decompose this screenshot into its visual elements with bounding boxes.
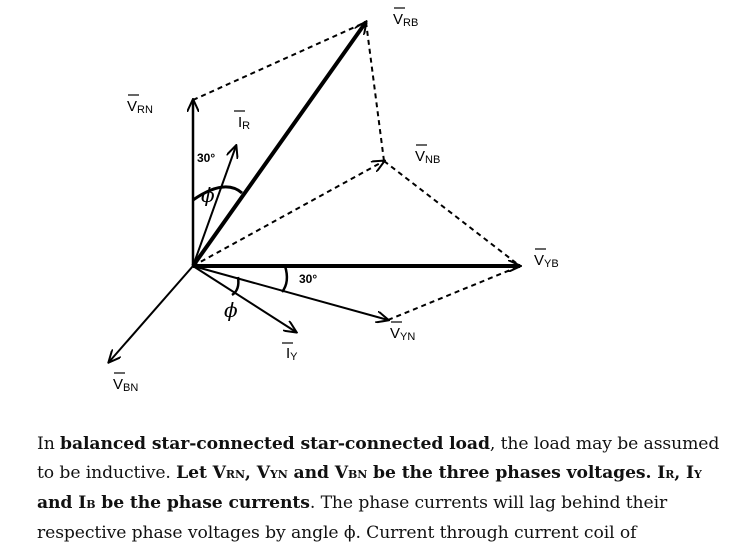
dashed-nb-to-yb	[383, 160, 521, 267]
phi-label-lower: ϕ	[224, 298, 238, 322]
v-nb-phasor	[192, 161, 384, 267]
label-v-rn: VRN	[127, 94, 153, 116]
svg-text:VNB: VNB	[415, 148, 440, 166]
i-y-phasor	[192, 265, 296, 332]
label-v-rb: VRB	[393, 7, 418, 29]
angle-label-upper: 30°	[197, 151, 215, 165]
phi-arc-upper	[192, 185, 243, 202]
svg-text:IY: IY	[286, 345, 298, 363]
description-paragraph: In balanced star-connected star-connecte…	[37, 434, 720, 543]
svg-text:VRB: VRB	[393, 11, 418, 29]
svg-text:VBN: VBN	[113, 376, 138, 394]
label-v-yb: VYB	[534, 248, 559, 270]
svg-text:VRN: VRN	[127, 98, 153, 116]
i-r-phasor	[192, 146, 236, 267]
label-v-yn: VYN	[390, 321, 415, 343]
label-v-nb: VNB	[415, 144, 440, 166]
phasor-diagram: VRB VRN IR VNB VYB VYN IY VBN 30° 30° ϕ …	[0, 7, 559, 394]
label-i-y: IY	[282, 342, 298, 363]
phi-label-upper: ϕ	[201, 183, 215, 207]
dashed-rn-to-rb	[192, 21, 367, 101]
svg-text:VYN: VYN	[390, 325, 415, 343]
v-bn-phasor	[109, 265, 194, 362]
v-yn-phasor	[192, 265, 388, 320]
phi-arc-lower	[231, 276, 240, 297]
dashed-rb-to-nb	[365, 21, 385, 162]
label-i-r: IR	[234, 110, 250, 132]
angle-arc-lower	[280, 265, 289, 293]
description-text: In balanced star-connected star-connecte…	[37, 430, 727, 548]
dashed-yn-to-yb	[387, 265, 521, 321]
label-v-bn: VBN	[113, 372, 138, 394]
svg-text:VYB: VYB	[534, 252, 559, 270]
v-rb-phasor	[191, 22, 366, 268]
svg-text:IR: IR	[238, 114, 250, 132]
angle-label-lower: 30°	[299, 272, 317, 286]
